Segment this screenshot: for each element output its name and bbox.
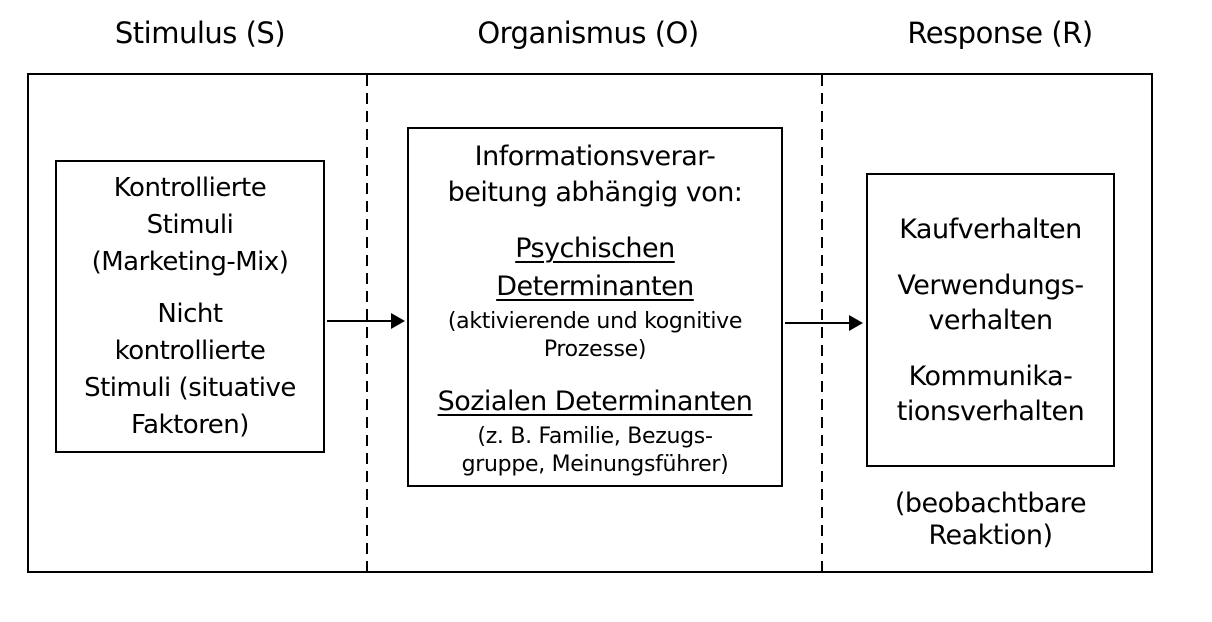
communication-behavior-text: Kommunika-tionsverhalten bbox=[896, 360, 1085, 427]
column-header-organismus: Organismus (O) bbox=[477, 16, 699, 50]
organismus-box: Informationsverar-beitung abhängig von: … bbox=[407, 127, 783, 487]
social-determinants-note: (z. B. Familie, Bezugs-gruppe, Meinungsf… bbox=[461, 424, 729, 477]
usage-behavior-text: Verwendungs-verhalten bbox=[897, 269, 1084, 336]
column-header-response: Response (R) bbox=[907, 16, 1093, 50]
column-header-stimulus: Stimulus (S) bbox=[114, 16, 286, 50]
dashed-divider-stimulus-organismus bbox=[366, 75, 368, 571]
arrow-right-icon-organismus-to-response bbox=[785, 315, 863, 331]
buying-behavior-text: Kaufverhalten bbox=[899, 213, 1082, 245]
arrow-head bbox=[391, 313, 405, 329]
arrow-head bbox=[849, 315, 863, 331]
response-box: Kaufverhalten Verwendungs-verhalten Komm… bbox=[866, 173, 1115, 467]
arrow-shaft bbox=[785, 322, 851, 324]
information-processing-intro-text: Informationsverar-beitung abhängig von: bbox=[447, 141, 743, 208]
outer-frame bbox=[27, 73, 1153, 573]
arrow-right-icon-stimulus-to-organismus bbox=[327, 313, 405, 329]
social-determinants-heading: Sozialen Determinanten bbox=[437, 386, 753, 417]
arrow-shaft bbox=[327, 320, 393, 322]
